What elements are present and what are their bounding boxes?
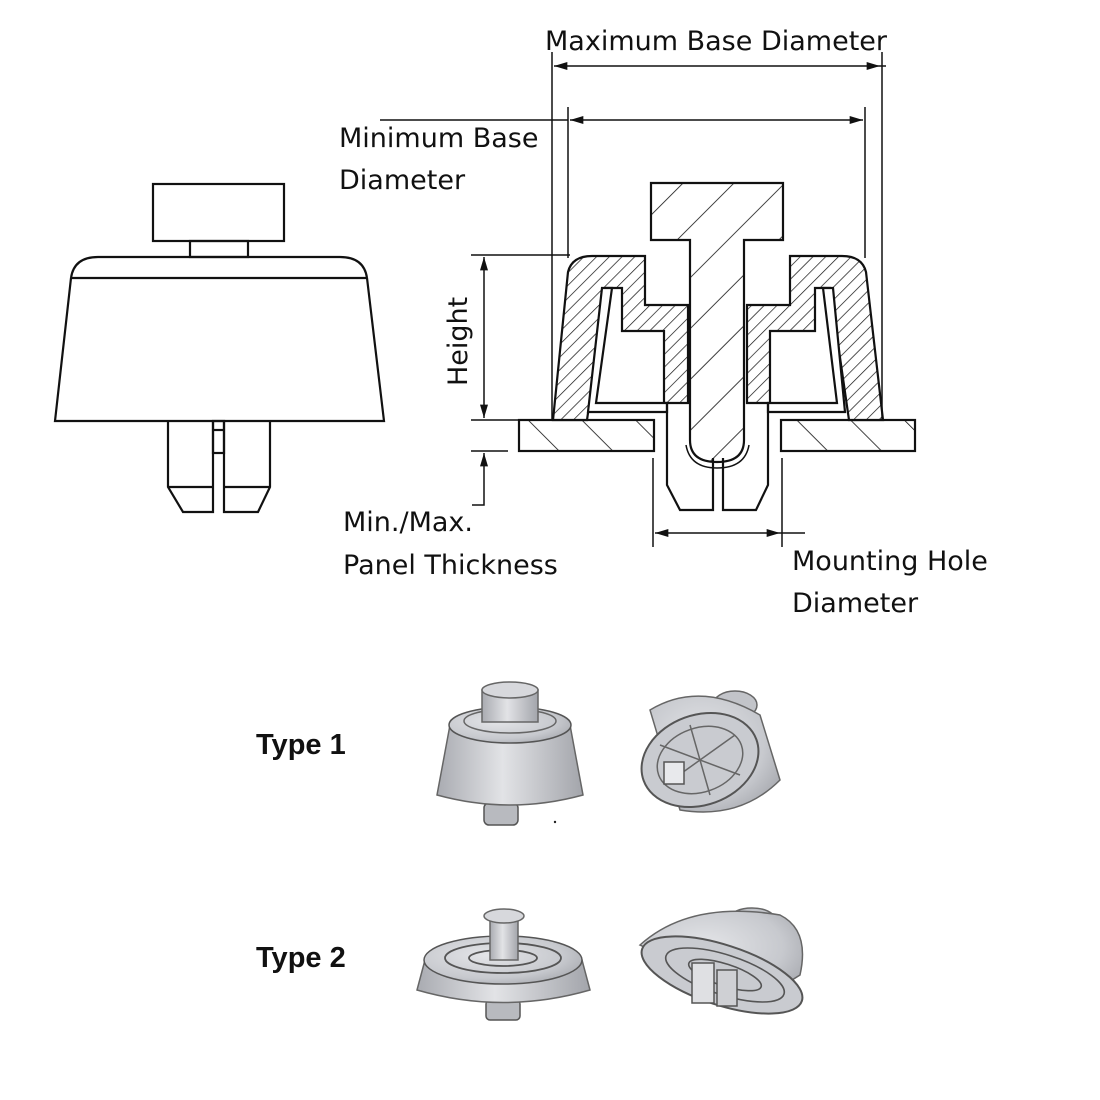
- label-type-2: Type 2: [256, 942, 346, 974]
- pin-section: [649, 181, 785, 464]
- label-max-base-diameter: Maximum Base Diameter: [545, 26, 888, 57]
- body-left-section: [551, 254, 690, 422]
- side-view-neck: [188, 239, 250, 259]
- label-min-base-diameter-1: Minimum Base: [339, 123, 538, 154]
- label-panel-thickness-1: Min./Max.: [343, 507, 473, 538]
- leg-left-section: [665, 403, 715, 512]
- label-mounting-hole-1: Mounting Hole: [792, 546, 988, 577]
- label-min-base-diameter-2: Diameter: [339, 165, 466, 196]
- leg-right-section: [721, 403, 770, 512]
- dimension-lines: [380, 52, 886, 547]
- stray-dot: [553, 820, 557, 824]
- side-view-cap: [151, 182, 286, 243]
- type-1-render-bottom: [640, 690, 781, 813]
- side-view-dome: [69, 255, 369, 279]
- side-view: [53, 182, 386, 514]
- panel-thickness-arrow: [472, 453, 488, 506]
- side-view-leg-left: [166, 421, 215, 514]
- side-view-base: [53, 277, 386, 423]
- panel-left: [517, 418, 656, 453]
- label-panel-thickness-2: Panel Thickness: [343, 550, 558, 581]
- panel-right: [779, 418, 917, 453]
- side-view-leg-right: [222, 421, 272, 514]
- type-1-render-top: [436, 681, 584, 826]
- type-2-render-bottom: [638, 907, 804, 1015]
- body-right-section: [745, 254, 885, 422]
- type-2-render-top: [416, 908, 591, 1021]
- label-height: Height: [443, 297, 474, 386]
- label-type-1: Type 1: [256, 729, 346, 761]
- section-view: [517, 181, 917, 512]
- label-mounting-hole-2: Diameter: [792, 588, 919, 619]
